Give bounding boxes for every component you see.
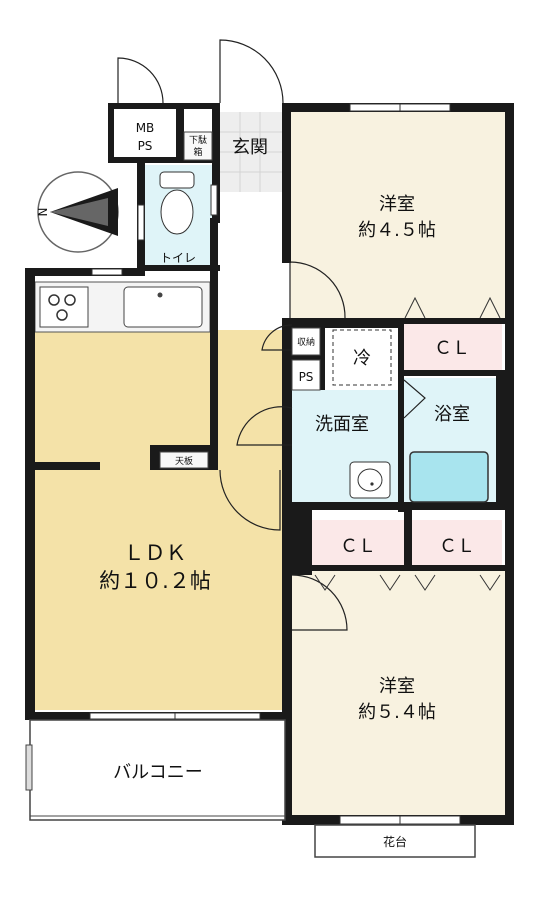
closet-1-floor [402,322,502,370]
ceiling-board-box [159,451,209,469]
shoe-box [183,131,213,161]
ps-box [291,359,321,391]
western-room-2-floor [290,568,505,818]
kitchen-sink-icon [123,286,203,328]
entrance-tiles [220,112,282,192]
fridge-space [332,329,392,386]
bathtub-icon [409,451,489,503]
stove-icon [39,286,89,328]
closet-3-floor [412,520,502,568]
toilet-icon [159,171,195,235]
closet-door-marks [314,296,501,591]
bathroom-label: 浴室 [434,404,470,425]
mb-label: MB [136,121,155,135]
western-room-1-size: 約４.５帖 [358,220,436,241]
fridge-label: 冷 [353,348,371,369]
western-room-2-name: 洋室 [379,676,415,697]
flower-stand-outline [314,824,476,858]
toilet-label: トイレ [160,251,196,265]
compass-label: N [36,208,50,217]
doors [117,39,426,631]
ldk-name: ＬＤＫ [124,541,187,565]
storage-small-label: 収納 [297,336,315,348]
western-room-1-floor [290,112,505,322]
closet-3-label: ＣＬ [439,536,475,557]
ldk-floor [35,330,283,710]
ceiling-board-label: 天板 [175,455,193,467]
windows [89,103,461,825]
closet-1-label: ＣＬ [434,338,470,359]
ps-label-top: PS [138,139,153,153]
shoe-box-label-2: 箱 [193,146,202,158]
western-room-1-name: 洋室 [379,194,415,215]
closet-2-label: ＣＬ [340,536,376,557]
storage-box [291,327,321,356]
balcony-label: バルコニー [113,762,203,783]
washroom-label: 洗面室 [315,414,369,435]
ldk-size: 約１０.２帖 [99,569,211,593]
compass-icon [37,171,119,253]
washbasin-icon [349,461,391,499]
balcony-outline [25,719,286,821]
ps-label: PS [299,370,314,384]
entrance-label: 玄関 [232,137,268,158]
shoe-box-label-1: 下駄 [189,134,207,146]
western-room-2-size: 約５.４帖 [358,702,436,723]
closet-2-floor [312,520,404,568]
flower-stand-label: 花台 [383,834,407,849]
